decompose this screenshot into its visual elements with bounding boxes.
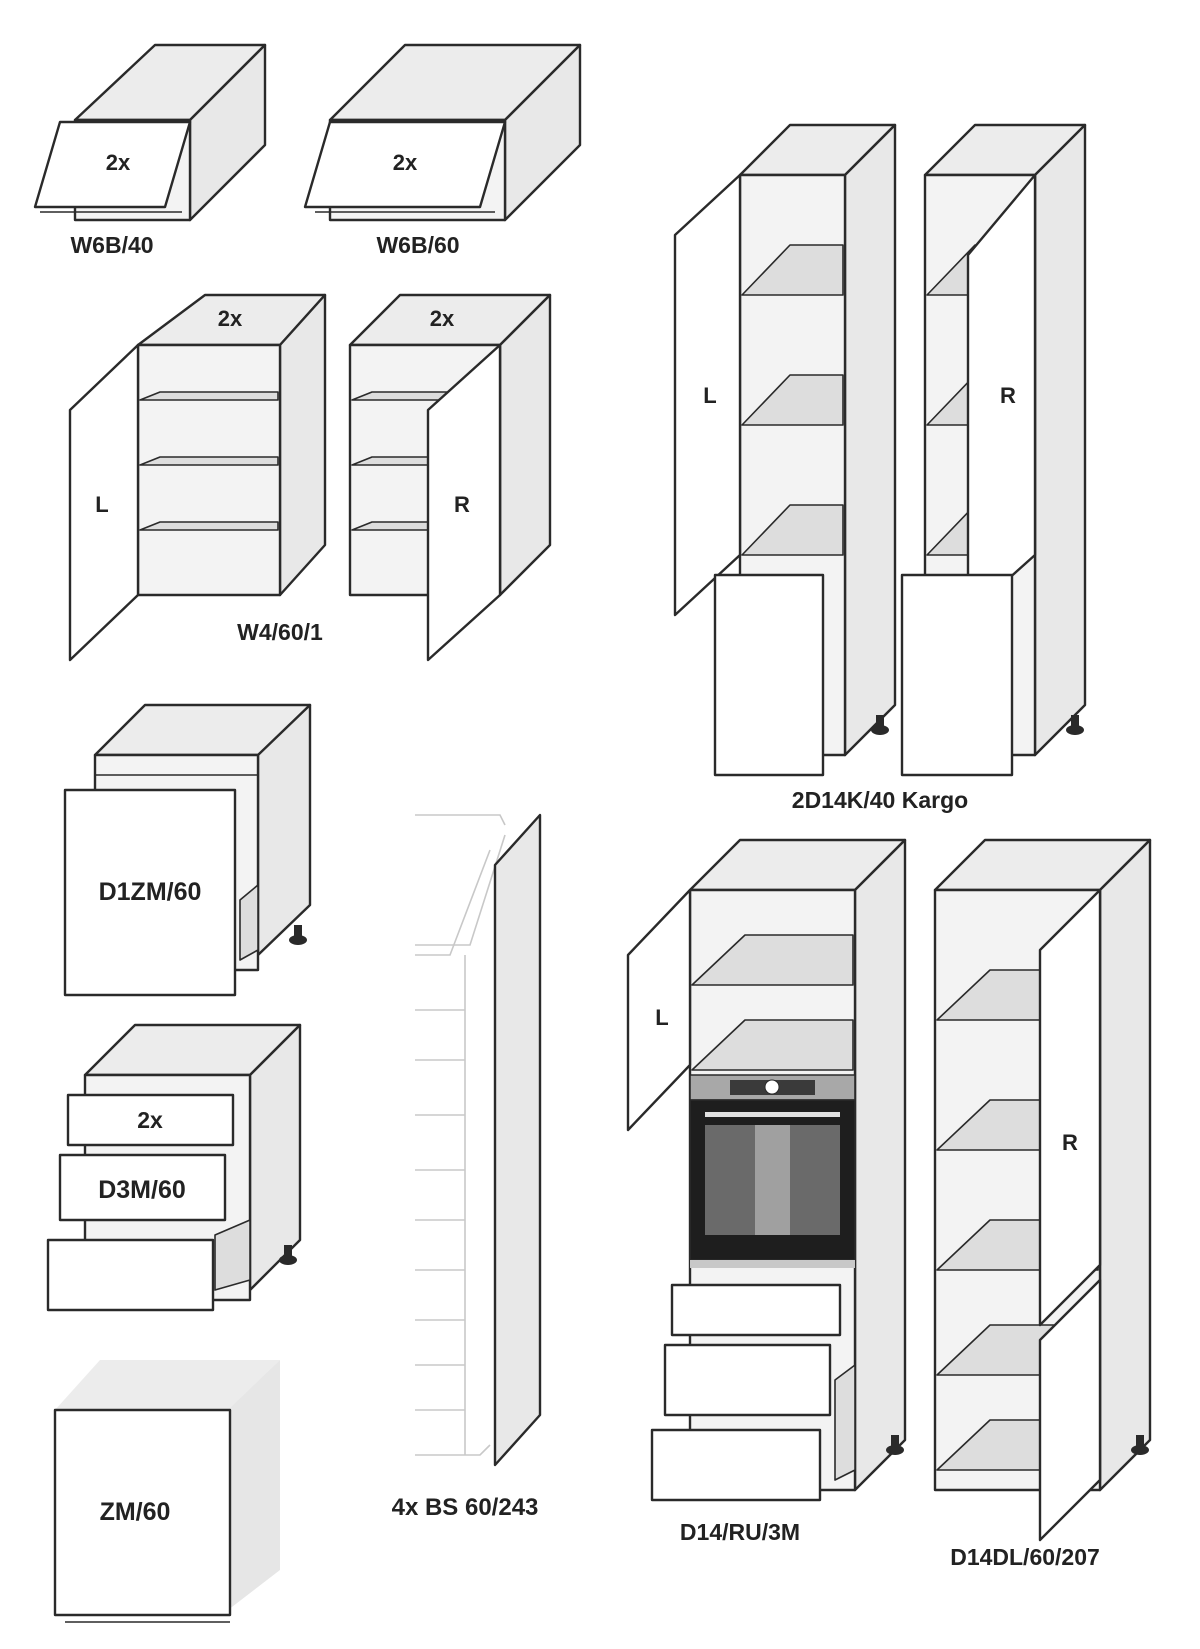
door-right-kargo: R: [1000, 383, 1016, 408]
label-d3m60: D3M/60: [98, 1176, 186, 1204]
label-kargo: 2D14K/40 Kargo: [792, 787, 968, 813]
cabinet-kargo: L R 2D14K/40 Kargo: [673, 123, 1087, 813]
label-w6b40: W6B/40: [70, 232, 153, 258]
label-bs60: 4x BS 60/243: [392, 1494, 539, 1521]
badge-w6b40: 2x: [106, 150, 131, 175]
cabinet-d14ru3m: L D14/RU/3M: [626, 838, 907, 1545]
cabinet-w4601: 2x 2x L R W4/60/1: [68, 293, 552, 662]
door-left-d14ru3m: L: [655, 1005, 668, 1030]
badge-d3m60: 2x: [137, 1107, 163, 1133]
label-zm60: ZM/60: [100, 1498, 171, 1526]
badge-w4601-left: 2x: [218, 306, 243, 331]
label-w4601: W4/60/1: [237, 619, 323, 645]
badge-w6b60: 2x: [393, 150, 418, 175]
cabinet-w6b40: 2x W6B/40: [33, 43, 267, 258]
cabinet-d3m60: 2x D3M/60: [46, 1023, 302, 1312]
label-d1zm60: D1ZM/60: [99, 878, 202, 906]
cabinet-w6b60: 2x W6B/60: [303, 43, 582, 258]
door-left-kargo: L: [703, 383, 716, 408]
cabinet-d1zm60: D1ZM/60: [63, 703, 312, 997]
label-w6b60: W6B/60: [376, 232, 459, 258]
label-d14dl: D14DL/60/207: [950, 1544, 1100, 1570]
door-left-w4601: L: [95, 492, 108, 517]
cabinet-d14dl: R D14DL/60/207: [933, 838, 1152, 1570]
cabinet-zm60: ZM/60: [53, 1360, 280, 1623]
panel-bs60: 4x BS 60/243: [392, 813, 542, 1521]
door-right-w4601: R: [454, 492, 470, 517]
door-right-d14dl: R: [1062, 1130, 1078, 1155]
label-d14ru3m: D14/RU/3M: [680, 1519, 800, 1545]
badge-w4601-right: 2x: [430, 306, 455, 331]
